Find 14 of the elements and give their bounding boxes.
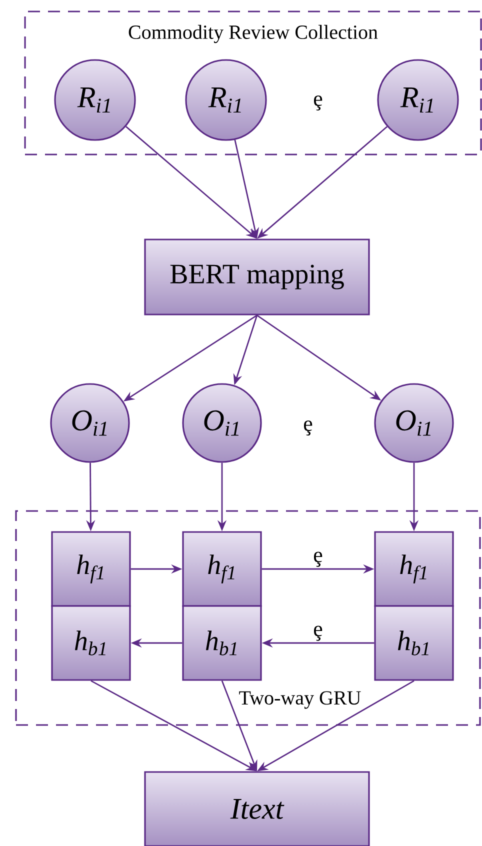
process-box: Itext [144,771,370,846]
process-box: h$_{f1}$ [51,531,131,607]
process-box: h$_{b1}$ [182,605,262,681]
process-box: h$_{b1}$ [374,605,454,681]
ellipsis-mark: ȩ [314,95,322,111]
process-box: h$_{f1}$ [374,531,454,607]
edge-label: ȩ [312,550,324,568]
group-title: Two-way GRU [239,691,361,709]
process-box: h$_{f1}$ [182,531,262,607]
edge-label: ȩ [312,624,324,642]
process-box: BERT mapping [144,238,370,316]
group-title: Commodity Review Collection [128,24,378,44]
ellipsis-mark: ȩ [304,420,312,436]
process-box: h$_{b1}$ [51,605,131,681]
